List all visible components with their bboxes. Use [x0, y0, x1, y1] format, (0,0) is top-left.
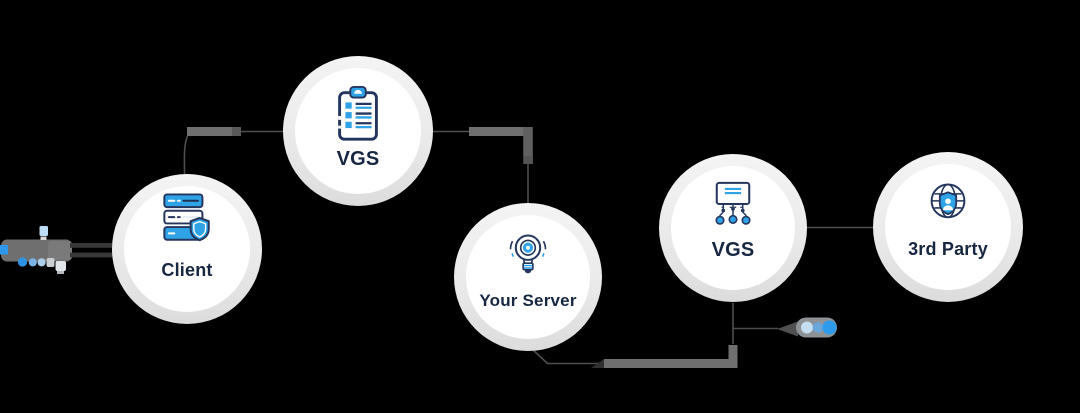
payload-fragments [0, 226, 114, 274]
edge-yourserver-out-thin [531, 348, 606, 365]
gray-data-chip [40, 236, 47, 240]
gray-data-chip [46, 258, 55, 267]
gray-data-chip [57, 271, 64, 274]
token-dots-annotation [777, 317, 837, 338]
wire-into-client-bottom [70, 252, 114, 258]
clipboard-checklist-icon [338, 85, 378, 141]
token-dot-bright [822, 320, 837, 335]
redacted-pill-segment [48, 241, 72, 260]
node-client: Client [112, 174, 262, 324]
token-arrow-icon [777, 321, 798, 337]
wire-into-client-top [70, 243, 114, 248]
node-label: 3rd Party [908, 239, 988, 259]
node-vgs-outbound: VGS [659, 154, 807, 302]
blue-data-chip [0, 245, 8, 255]
pipe-cap [232, 127, 241, 136]
pipe-shadow-wedge [591, 359, 604, 368]
data-dot-light [37, 258, 46, 267]
node-vgs-inbound: VGS [283, 56, 433, 206]
lightbulb-idea-icon [509, 234, 547, 274]
thin-wires [183, 130, 873, 365]
data-dot-mid [28, 258, 37, 267]
node-third-party: 3rd Party [873, 152, 1023, 302]
gray-data-chip [55, 261, 66, 271]
terminal-network-icon [715, 181, 751, 225]
node-your-server: Your Server [454, 203, 602, 351]
globe-shield-icon [930, 183, 966, 219]
node-label: VGS [336, 148, 380, 170]
node-label: Client [161, 260, 213, 280]
data-dot-bright [17, 257, 28, 267]
token-dot-light [801, 321, 813, 334]
server-shield-icon [163, 193, 210, 242]
edge-client-to-vgs-thin [183, 135, 189, 175]
token-dot-mid [812, 322, 824, 333]
node-label: VGS [711, 239, 755, 261]
node-label: Your Server [479, 291, 577, 310]
pipe-cap [523, 156, 533, 164]
lightblue-data-chip [39, 226, 48, 236]
thick-pipes [187, 127, 738, 368]
